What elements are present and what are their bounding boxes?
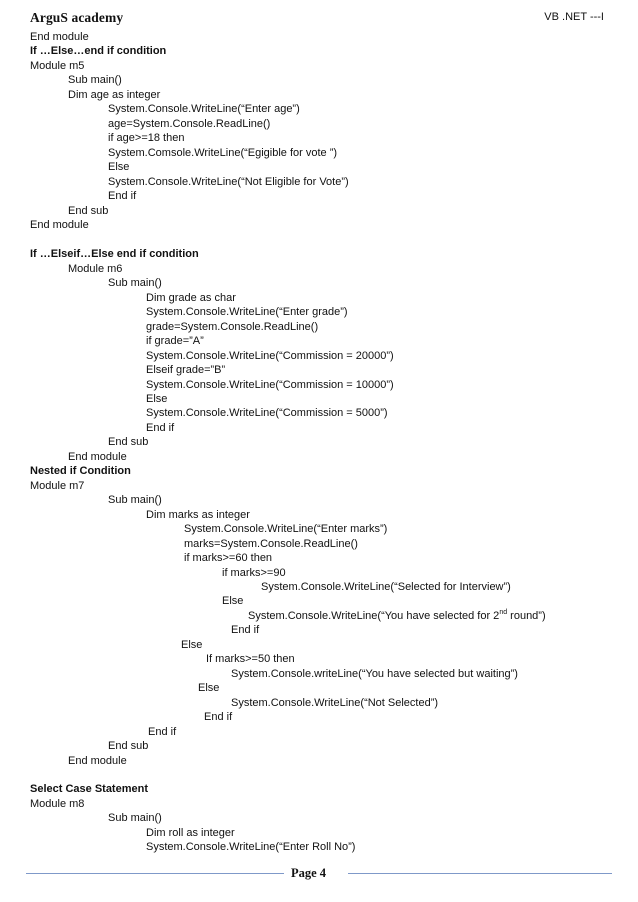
code-line: System.Console.writeLine(“You have selec… xyxy=(231,668,518,680)
section-heading: Select Case Statement xyxy=(30,783,148,795)
code-line: System.Console.WriteLine(“Commission = 5… xyxy=(146,407,388,419)
section-heading: Nested if Condition xyxy=(30,465,131,477)
code-line: age=System.Console.ReadLine() xyxy=(108,118,271,130)
code-line: End if xyxy=(148,726,177,738)
code-line: Else xyxy=(108,161,130,173)
code-line: End if xyxy=(204,711,233,723)
code-line: End sub xyxy=(108,740,149,752)
code-line: End if xyxy=(231,624,260,636)
code-line: grade=System.Console.ReadLine() xyxy=(146,321,319,333)
code-line: End module xyxy=(68,451,127,463)
code-line: System.Comsole.WriteLine(“Egigible for v… xyxy=(108,147,338,159)
code-line: Else xyxy=(198,682,220,694)
code-line: Sub main() xyxy=(108,812,162,824)
brand-name: ArguS academy xyxy=(30,10,124,25)
code-line: if grade=”A” xyxy=(146,335,204,347)
code-line: System.Console.WriteLine(“Commission = 2… xyxy=(146,350,394,362)
page-number: Page 4 xyxy=(291,866,327,880)
code-line: End if xyxy=(108,190,137,202)
code-line: End module xyxy=(30,31,89,43)
code-line: Else xyxy=(181,639,203,651)
code-line: Module m8 xyxy=(30,798,85,810)
code-line: Sub main() xyxy=(108,277,162,289)
course-title: VB .NET ---I xyxy=(544,11,604,23)
footer-rule-left xyxy=(26,873,284,874)
code-line: Else xyxy=(222,595,244,607)
code-line: System.Console.WriteLine(“Not Eligible f… xyxy=(108,176,349,188)
code-line: if marks>=90 xyxy=(222,567,286,579)
code-line: System.Console.WriteLine(“Enter age”) xyxy=(108,103,300,115)
code-line: End module xyxy=(68,755,127,767)
code-line: if age>=18 then xyxy=(108,132,185,144)
section-heading: If …Else…end if condition xyxy=(30,45,167,57)
code-line: If marks>=50 then xyxy=(206,653,295,665)
code-line: System.Console.WriteLine(“You have selec… xyxy=(248,609,546,622)
code-line: Module m5 xyxy=(30,60,85,72)
code-line: End sub xyxy=(108,436,149,448)
code-line: System.Console.WriteLine(“Enter marks”) xyxy=(184,523,388,535)
section-heading: If …Elseif…Else end if condition xyxy=(30,248,199,260)
code-line: System.Console.WriteLine(“Selected for I… xyxy=(261,581,511,593)
code-line: End if xyxy=(146,422,175,434)
code-line: Module m6 xyxy=(68,263,123,275)
footer-rule-right xyxy=(348,873,612,874)
code-line: Else xyxy=(146,393,168,405)
code-line: Sub main() xyxy=(108,494,162,506)
code-line: if marks>=60 then xyxy=(184,552,273,564)
code-line: System.Console.WriteLine(“Not Selected”) xyxy=(231,697,439,709)
page-header: ArguS academy VB .NET ---I xyxy=(30,10,608,28)
code-line: Dim age as integer xyxy=(68,89,161,101)
page-footer: Page 4 xyxy=(0,864,638,884)
code-line: Elseif grade=”B” xyxy=(146,364,226,376)
code-line: Sub main() xyxy=(68,74,122,86)
code-line: Dim roll as integer xyxy=(146,827,235,839)
code-line: System.Console.WriteLine(“Enter grade”) xyxy=(146,306,348,318)
code-line: Module m7 xyxy=(30,480,85,492)
code-line: End module xyxy=(30,219,89,231)
code-line: marks=System.Console.ReadLine() xyxy=(184,538,358,550)
code-line: Dim marks as integer xyxy=(146,509,250,521)
code-line: End sub xyxy=(68,205,109,217)
code-line: Dim grade as char xyxy=(146,292,236,304)
code-line: System.Console.WriteLine(“Commission = 1… xyxy=(146,379,394,391)
code-line: System.Console.WriteLine(“Enter Roll No”… xyxy=(146,841,356,853)
